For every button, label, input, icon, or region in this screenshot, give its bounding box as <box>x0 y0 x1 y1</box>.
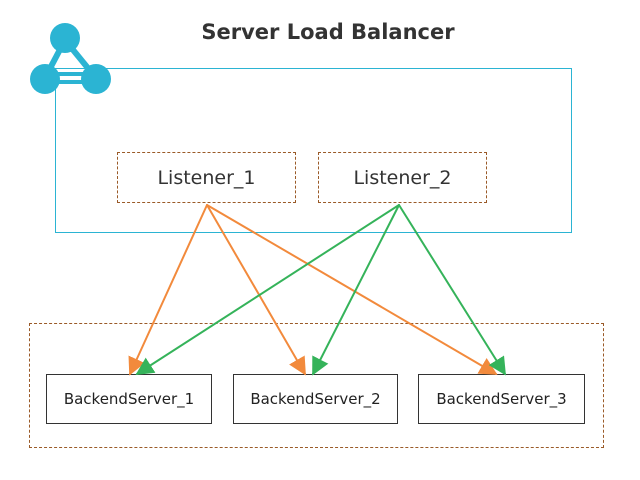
listener-1-label: Listener_1 <box>157 166 256 189</box>
listener-2-label: Listener_2 <box>353 166 452 189</box>
arrow-listener2-to-backend2 <box>312 204 400 376</box>
arrow-listener2-to-backend1 <box>135 204 400 375</box>
network-topology-icon <box>30 23 111 94</box>
backend-server-3-label: BackendServer_3 <box>436 390 567 408</box>
backend-server-2-label: BackendServer_2 <box>250 390 381 408</box>
arrow-listener1-to-backend2 <box>206 204 306 376</box>
backend-server-2-box[interactable]: BackendServer_2 <box>233 374 398 424</box>
listener-1-box[interactable]: Listener_1 <box>117 152 296 203</box>
load-balancer-container <box>55 68 572 233</box>
backend-server-group <box>29 323 604 448</box>
backend-server-1-box[interactable]: BackendServer_1 <box>46 374 212 424</box>
arrow-listener1-to-backend1 <box>128 204 208 376</box>
backend-server-3-box[interactable]: BackendServer_3 <box>418 374 585 424</box>
arrow-listener2-to-backend3 <box>398 204 506 376</box>
listener-2-box[interactable]: Listener_2 <box>318 152 487 203</box>
diagram-title: Server Load Balancer <box>201 20 455 44</box>
arrow-listener1-to-backend3 <box>206 204 498 375</box>
backend-server-1-label: BackendServer_1 <box>63 390 195 408</box>
